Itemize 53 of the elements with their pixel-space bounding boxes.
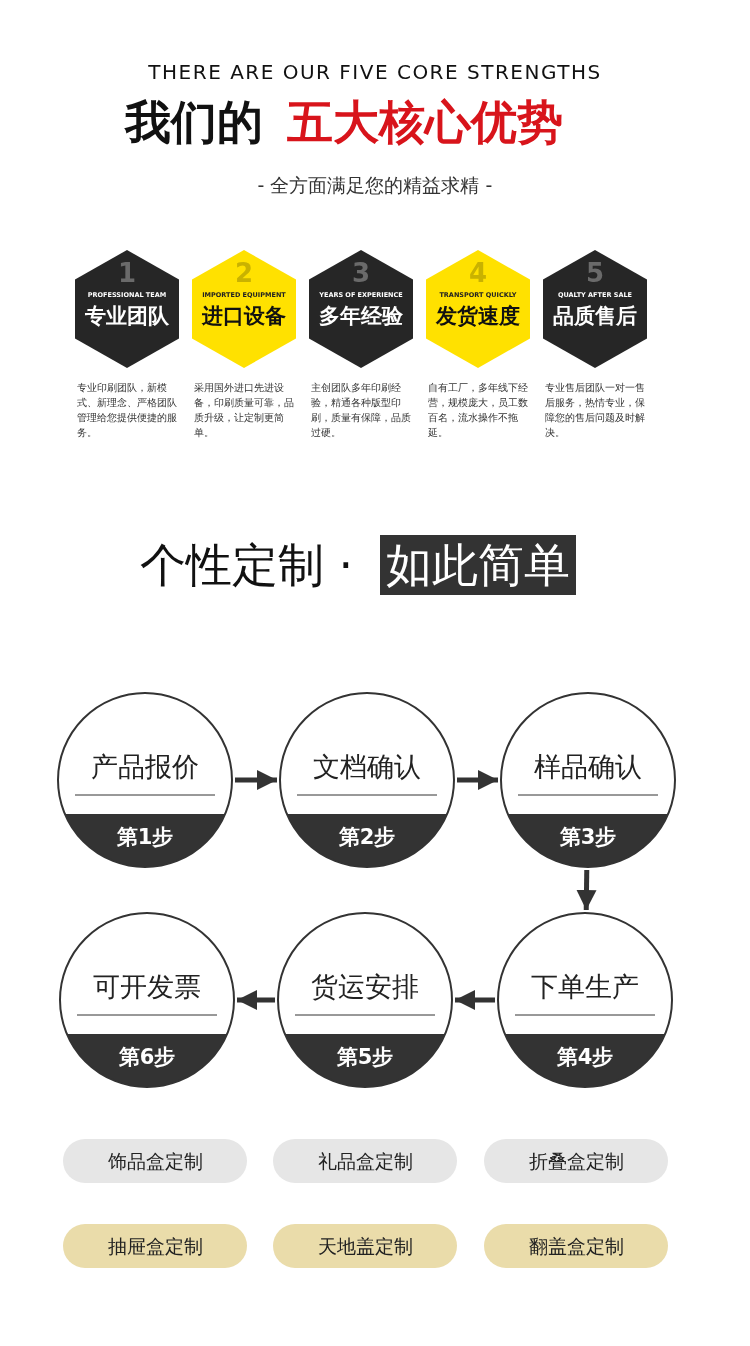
badge-title: 品质售后 [552, 303, 638, 330]
hexagon-badge [543, 250, 647, 368]
step-number: 第5步 [335, 1044, 395, 1071]
arrow [237, 990, 275, 1010]
badge-title: 多年经验 [318, 303, 404, 330]
section-heading: 个性定制 · [140, 537, 354, 594]
hexagon-badge [192, 250, 296, 368]
step-circle [277, 912, 453, 1088]
badge-title: 专业团队 [84, 303, 170, 330]
numeral: 5 [584, 258, 606, 288]
step-circle [59, 912, 235, 1088]
step-title: 可开发票 [92, 970, 202, 1004]
description-text: 专业印刷团队，新模式、新理念、严格团队管理给您提供便捷的服务。 [77, 381, 178, 440]
category-tag: 翻盖盒定制 [484, 1224, 668, 1268]
step-number: 第2步 [337, 824, 397, 851]
section-heading: 如此简单 [380, 535, 576, 595]
step-number: 第3步 [558, 824, 618, 851]
category-tag: 折叠盒定制 [484, 1139, 668, 1183]
step-circle [279, 692, 455, 868]
category-tag: 抽屉盒定制 [63, 1224, 247, 1268]
arrow [576, 869, 597, 911]
description-text: 主创团队多年印刷经验，精通各种版型印刷，质量有保障，品质过硬。 [311, 381, 412, 440]
category-tag: 饰品盒定制 [63, 1139, 247, 1183]
hexagon-badge [426, 250, 530, 368]
category-tag: 天地盖定制 [273, 1224, 457, 1268]
step-circle [57, 692, 233, 868]
step-circle [497, 912, 673, 1088]
heading-text: 五大核心优势 [287, 94, 563, 151]
step-number: 第1步 [115, 824, 175, 851]
description-text: 采用国外进口先进设备，印刷质量可靠，品质升级，让定制更简单。 [194, 381, 295, 440]
numeral: 1 [116, 258, 138, 288]
numeral: 3 [350, 258, 372, 288]
arrow [455, 990, 495, 1010]
step-number: 第4步 [555, 1044, 615, 1071]
hexagon-badge [75, 250, 179, 368]
step-title: 文档确认 [312, 750, 422, 784]
step-title: 货运安排 [310, 970, 420, 1004]
description-text: 专业售后团队一对一售后服务，热情专业，保障您的售后问题及时解决。 [545, 381, 646, 440]
arrow [235, 770, 277, 790]
badge-title: 进口设备 [201, 303, 287, 330]
description-text: 自有工厂，多年线下经营，规模庞大，员工数百名，流水操作不拖延。 [428, 381, 529, 440]
step-title: 下单生产 [530, 970, 640, 1004]
subtitle-text: THERE ARE OUR FIVE CORE STRENGTHS [147, 60, 603, 84]
step-title: 产品报价 [90, 750, 200, 784]
badge-title: 发货速度 [435, 303, 521, 330]
tagline-text: - 全方面满足您的精益求精 - [256, 173, 494, 198]
hexagon-badge [309, 250, 413, 368]
step-number: 第6步 [117, 1044, 177, 1071]
step-title: 样品确认 [533, 750, 643, 784]
heading-text: 我们的 [125, 94, 263, 151]
category-tag: 礼品盒定制 [273, 1139, 457, 1183]
step-circle [500, 692, 676, 868]
arrow [457, 770, 498, 790]
